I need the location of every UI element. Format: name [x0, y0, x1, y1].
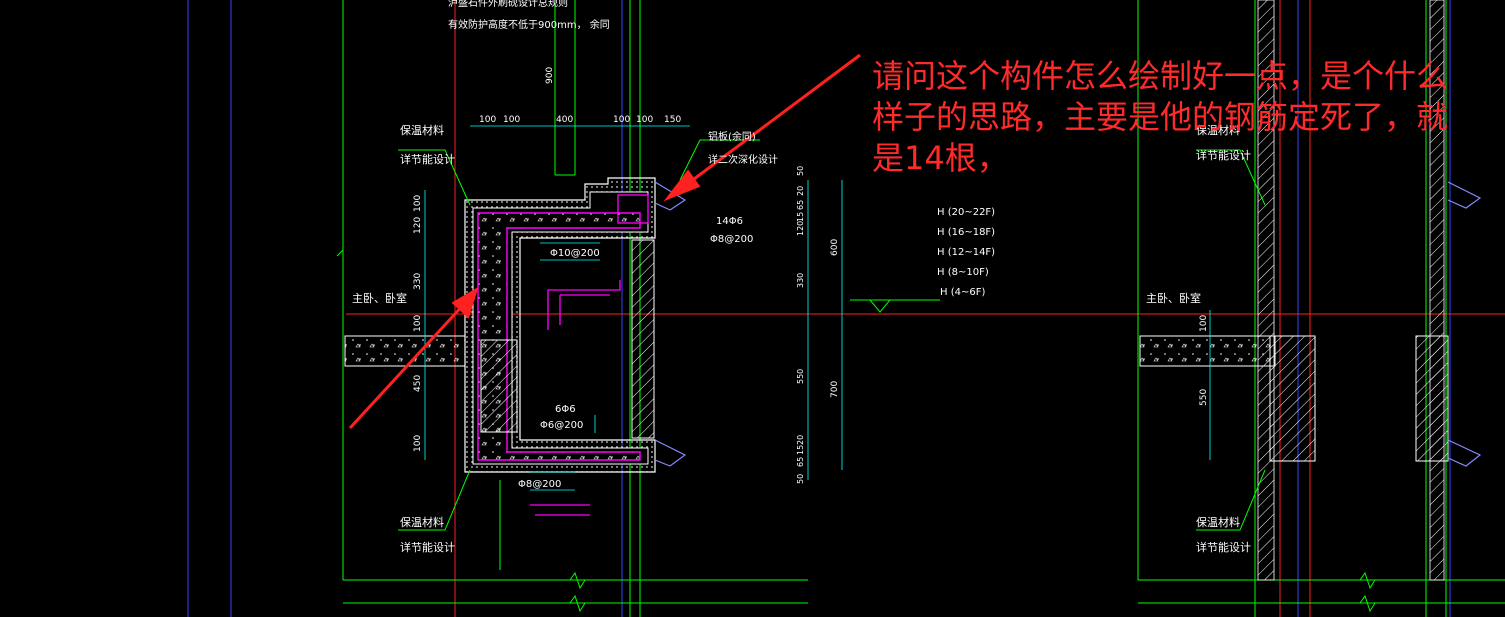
dim-top: 150: [664, 115, 681, 125]
room-label-left: 主卧、卧室: [352, 291, 407, 305]
window-label-1: 铝板(余同): [708, 130, 756, 143]
guide-lines: [187, 0, 1451, 617]
dim-right-section: 550: [1199, 389, 1209, 406]
dim-left: 100: [413, 315, 423, 332]
dim-right: 15: [796, 212, 805, 222]
window-label-2: 详二次深化设计: [708, 153, 778, 166]
cap-profiles: [654, 181, 1482, 467]
dim-top: 400: [556, 115, 573, 125]
axis-lines: [346, 0, 1505, 617]
dim-right: 65: [796, 457, 805, 467]
energy-label-top: 详节能设计: [400, 152, 455, 166]
leader-lines: [398, 139, 1266, 531]
rebar-below-label: Φ8@200: [518, 479, 561, 490]
floor-height: H (16~18F): [937, 227, 995, 238]
dim-top: 100: [636, 115, 653, 125]
insulation-label-right-top: 保温材料: [1196, 123, 1240, 137]
question-line-3: 是14根，: [872, 139, 1009, 177]
dim-right: 50: [796, 474, 805, 484]
rebar-top-label: 14Φ6: [716, 216, 743, 227]
question-annotation: 请问这个构件怎么绘制好一点，是个什么 样子的思路，主要是他的钢筋定死了，就 是1…: [872, 56, 1502, 179]
right-dims: 50 20 65 15 120 330 550 20 15 65 50 600 …: [796, 166, 840, 484]
dim-top: 100: [503, 115, 520, 125]
dim-right: 20: [796, 435, 805, 445]
dim-right-total: 600: [830, 239, 840, 256]
left-dims: 100 120 330 100 450 100: [413, 195, 423, 452]
dim-right: 550: [796, 369, 805, 384]
top-dims: 100 100 400 100 100 150: [479, 115, 681, 125]
room-label-right: 主卧、卧室: [1146, 291, 1201, 305]
floor-slabs: [344, 335, 1276, 367]
question-line-1: 请问这个构件怎么绘制好一点，是个什么: [872, 57, 1449, 95]
energy-label-bottom: 详节能设计: [400, 540, 455, 554]
energy-label-right-top: 详节能设计: [1196, 148, 1251, 162]
top-note-1: 泸盛石件外刷砚设计总规则: [448, 0, 568, 9]
rebar-bottom-label: 6Φ6: [555, 404, 576, 415]
rebar-top-stirrup-label: Φ8@200: [710, 234, 753, 245]
dim-top: 100: [479, 115, 496, 125]
dim-left: 330: [413, 273, 423, 290]
dim-top: 100: [613, 115, 630, 125]
dim-left: 100: [413, 435, 423, 452]
wall-lines: [336, 0, 1505, 617]
dim-left: 450: [413, 375, 423, 392]
dim-right: 120: [796, 221, 805, 236]
dim-right: 20: [796, 186, 805, 196]
floor-height: H (12~14F): [937, 247, 995, 258]
insulation-label-right-bottom: 保温材料: [1196, 515, 1240, 529]
rebar-details: [530, 194, 649, 516]
dimension-lines: [424, 125, 1211, 491]
dim-right: 330: [796, 273, 805, 288]
red-arrows: [348, 53, 861, 430]
energy-label-right-bottom: 详节能设计: [1196, 540, 1251, 554]
dim-900: 900: [545, 67, 555, 84]
dim-right-section: 100: [1199, 315, 1209, 332]
floor-height-list: H (20~22F) H (16~18F) H (12~14F) H (8~10…: [937, 207, 995, 298]
rebar-inner-top-label: Φ10@200: [550, 248, 600, 259]
rebar-bottom-stirrup-label: Φ6@200: [540, 420, 583, 431]
bay-window-section: [464, 0, 1449, 581]
dim-right-total: 700: [830, 381, 840, 398]
dim-left: 100: [413, 195, 423, 212]
dim-right: 15: [796, 445, 805, 455]
floor-height: H (8~10F): [937, 267, 989, 278]
dim-right: 50: [796, 166, 805, 176]
floor-height: H (4~6F): [940, 287, 985, 298]
dim-right: 65: [796, 200, 805, 210]
dim-left: 120: [413, 217, 423, 234]
floor-height: H (20~22F): [937, 207, 995, 218]
top-note-2: 有效防护高度不低于900mm， 余同: [448, 18, 610, 31]
insulation-label-bottom: 保温材料: [400, 515, 444, 529]
insulation-label-top: 保温材料: [400, 123, 444, 137]
question-line-2: 样子的思路，主要是他的钢筋定死了，就: [872, 98, 1449, 136]
